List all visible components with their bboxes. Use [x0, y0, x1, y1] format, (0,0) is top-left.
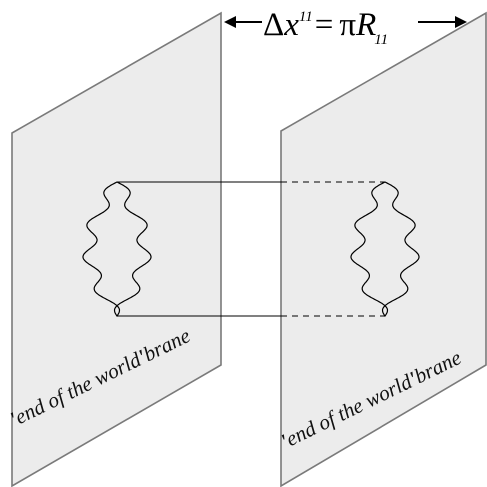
right-brane — [280, 11, 487, 487]
eq-R-subscript: 11 — [374, 32, 388, 48]
separation-equation: Δx11=πR11 — [263, 7, 388, 48]
right-wavy-loop — [350, 181, 420, 317]
eq-x: x — [283, 7, 299, 43]
left-wavy-loop — [82, 181, 152, 317]
left-brane — [11, 11, 222, 487]
eq-R: R — [355, 7, 376, 43]
arrow-right-head — [455, 16, 467, 28]
eq-pi: π — [339, 7, 356, 43]
arrow-left-head — [224, 16, 236, 28]
eq-equals: = — [315, 7, 334, 43]
eq-x-superscript: 11 — [299, 9, 313, 25]
eq-delta: Δ — [263, 7, 284, 43]
separation-arrow — [224, 16, 467, 28]
